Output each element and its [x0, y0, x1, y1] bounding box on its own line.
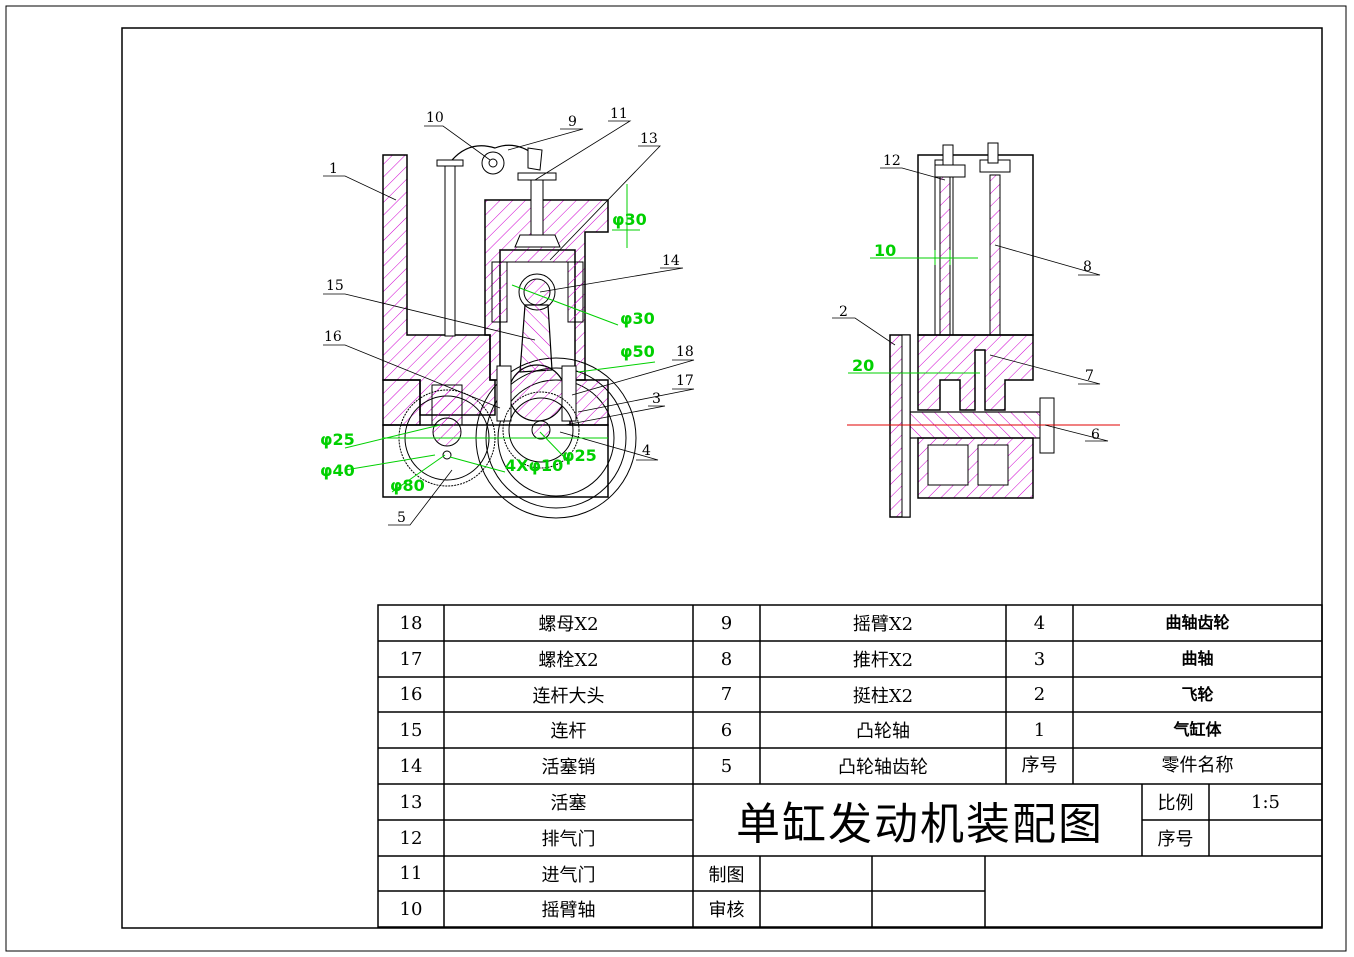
row-no: 9	[720, 612, 733, 634]
dim-phi50: φ50	[620, 342, 655, 361]
label-1: 1	[329, 161, 338, 177]
drawn-label: 制图	[708, 864, 745, 886]
row-name: 连杆大头	[532, 685, 605, 707]
row-no: 11	[399, 863, 423, 884]
row-name: 活塞	[550, 793, 587, 814]
row-no: 8	[720, 648, 733, 670]
label-6: 6	[1091, 427, 1100, 443]
front-dim-lines	[344, 184, 656, 493]
row-no: 5	[720, 755, 733, 777]
row-name: 摇臂X2	[852, 614, 914, 635]
label-8: 8	[1083, 259, 1092, 275]
label-5: 5	[397, 510, 406, 526]
side-leaders	[832, 167, 1109, 442]
label-4: 4	[642, 443, 651, 459]
row-name: 凸轮轴齿轮	[838, 757, 928, 778]
row-no: 2	[1033, 684, 1046, 705]
row-name: 挺柱X2	[852, 685, 914, 707]
row-name: 曲轴齿轮	[1165, 613, 1230, 632]
row-no: 4	[1033, 612, 1046, 634]
label-16: 16	[324, 329, 342, 345]
label-12: 12	[883, 153, 901, 169]
row-name: 摇臂轴	[541, 900, 596, 921]
front-leaders	[323, 120, 695, 526]
seq-label: 序号	[1157, 829, 1194, 850]
inner-border	[121, 27, 1323, 929]
row-no: 16	[399, 684, 423, 705]
dim-4xphi10: 4Xφ10	[505, 456, 564, 475]
row-no: 17	[399, 648, 423, 670]
row-no: 14	[399, 755, 423, 777]
dim-10: 10	[874, 241, 897, 260]
label-3: 3	[652, 391, 661, 407]
label-14: 14	[662, 253, 680, 269]
dim-phi25-right: φ25	[562, 446, 597, 465]
outer-border	[5, 5, 1347, 952]
label-11: 11	[610, 106, 628, 122]
row-name: 气缸体	[1173, 720, 1222, 739]
header-part-name: 零件名称	[1161, 755, 1234, 776]
row-no: 1	[1033, 719, 1046, 741]
row-name: 曲轴	[1181, 649, 1214, 668]
scale-label: 比例	[1157, 793, 1194, 814]
label-10: 10	[426, 110, 444, 126]
row-name: 螺母X2	[538, 614, 599, 635]
scale-value: 1:5	[1251, 791, 1280, 813]
row-no: 6	[720, 719, 733, 741]
row-no: 18	[399, 612, 423, 634]
row-name: 排气门	[541, 829, 596, 850]
dim-phi25-left: φ25	[320, 430, 355, 449]
dim-phi80: φ80	[390, 476, 425, 495]
row-name: 连杆	[550, 721, 587, 742]
row-name: 推杆X2	[852, 650, 914, 671]
label-13: 13	[640, 131, 658, 147]
row-name: 进气门	[541, 864, 596, 886]
label-17: 17	[676, 373, 694, 389]
row-name: 螺栓X2	[538, 650, 599, 671]
row-name: 活塞销	[541, 757, 596, 778]
row-name: 凸轮轴	[856, 721, 910, 742]
check-label: 审核	[708, 900, 745, 921]
drawing-title: 单缸发动机装配图	[736, 799, 1104, 850]
row-no: 7	[720, 684, 733, 705]
row-name: 飞轮	[1181, 685, 1214, 704]
front-view	[382, 144, 637, 519]
side-view	[847, 142, 1120, 518]
row-no: 3	[1033, 648, 1046, 670]
side-dim-lines	[848, 250, 980, 374]
dim-phi30-pin: φ30	[620, 309, 655, 328]
row-no: 13	[399, 791, 423, 813]
parts-table-grid	[377, 604, 1323, 928]
label-7: 7	[1085, 368, 1094, 384]
dim-20: 20	[852, 356, 875, 375]
dim-phi30-top: φ30	[612, 210, 647, 229]
label-9: 9	[568, 114, 577, 130]
row-no: 10	[399, 898, 423, 920]
row-no: 15	[399, 719, 423, 741]
label-2: 2	[839, 304, 848, 320]
row-no: 12	[399, 827, 423, 849]
dim-phi40: φ40	[320, 461, 355, 480]
header-seq: 序号	[1021, 755, 1058, 776]
label-18: 18	[676, 344, 694, 360]
label-15: 15	[326, 278, 344, 294]
